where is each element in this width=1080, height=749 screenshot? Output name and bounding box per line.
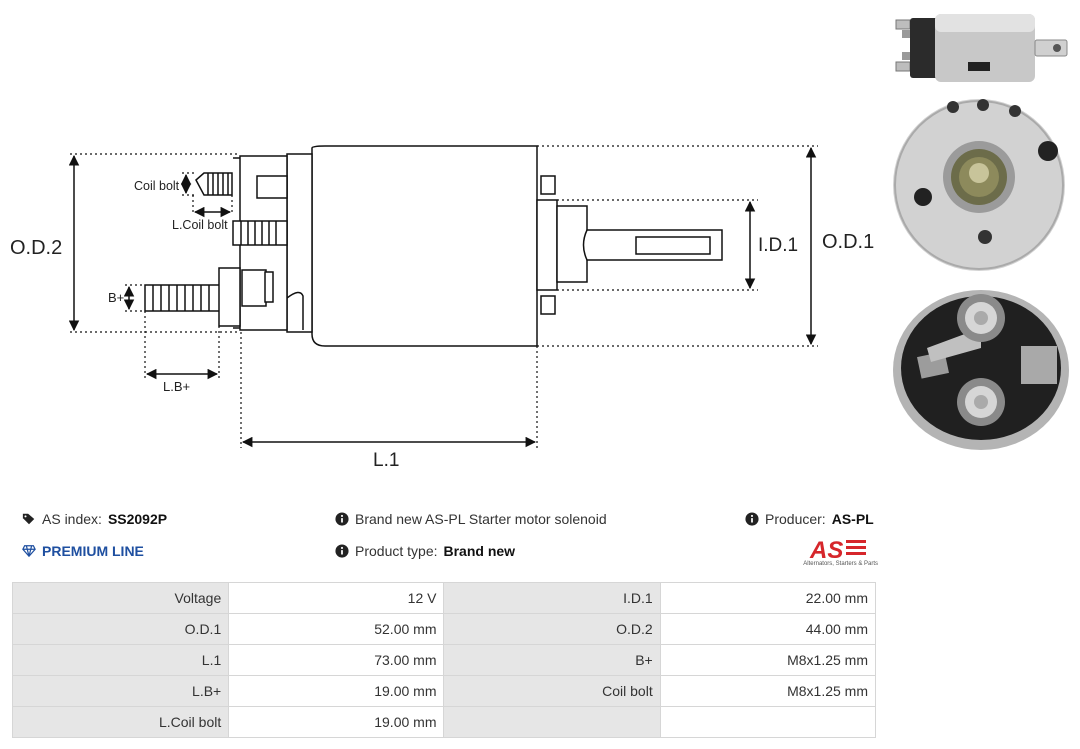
spec-label: O.D.1	[11, 613, 230, 645]
product-type-value: Brand new	[443, 543, 516, 559]
as-index: AS index: SS2092P	[22, 511, 167, 527]
label-lb-plus: L.B+	[163, 379, 190, 394]
tags-icon	[22, 513, 35, 525]
spec-value: M8x1.25 mm	[659, 675, 877, 707]
photo-side-view	[895, 14, 1068, 82]
product-description: Brand new AS-PL Starter motor solenoid	[335, 511, 607, 527]
as-index-value: SS2092P	[107, 511, 168, 527]
spec-label: B+	[443, 644, 661, 676]
spec-value: 22.00 mm	[659, 582, 877, 614]
spec-value: 12 V	[228, 582, 445, 614]
table-row: L.1 73.00 mm B+ M8x1.25 mm	[11, 644, 877, 676]
label-id1: I.D.1	[758, 235, 798, 256]
spec-value: 52.00 mm	[228, 613, 445, 645]
product-type-label: Product type:	[355, 543, 438, 559]
svg-text:AS: AS	[809, 537, 843, 564]
spec-value: M8x1.25 mm	[659, 644, 877, 676]
dimension-drawing: O.D.2 O.D.1 I.D.1 L.1 L.B+ B+ Coil bolt …	[10, 145, 874, 471]
as-index-label: AS index:	[42, 511, 102, 527]
producer: Producer: AS-PL	[745, 511, 874, 527]
solenoid-body	[311, 145, 538, 347]
producer-value: AS-PL	[831, 511, 874, 527]
logo-tagline: Alternators, Starters & Parts	[803, 561, 878, 567]
label-od2: O.D.2	[10, 237, 62, 259]
spec-label: O.D.2	[443, 613, 661, 645]
info-icon	[335, 544, 349, 558]
spec-label: I.D.1	[443, 582, 661, 614]
coil-bolt-stud	[195, 172, 288, 199]
table-row: Voltage 12 V I.D.1 22.00 mm	[11, 582, 877, 614]
spec-label: Voltage	[11, 582, 230, 614]
label-od1: O.D.1	[822, 231, 874, 253]
photo-front-view	[893, 99, 1065, 271]
diamond-icon	[22, 545, 36, 558]
spec-label: Coil bolt	[443, 675, 661, 707]
producer-label: Producer:	[765, 511, 826, 527]
premium-line-label: PREMIUM LINE	[42, 543, 144, 559]
table-row: L.Coil bolt 19.00 mm	[11, 706, 877, 738]
b-plus-stud	[144, 267, 274, 327]
description-text: Brand new AS-PL Starter motor solenoid	[355, 511, 607, 527]
spec-label: L.1	[11, 644, 230, 676]
label-coil-bolt: Coil bolt	[134, 179, 180, 193]
as-pl-logo: AS Alternators, Starters & Parts	[790, 534, 878, 570]
as-pl-logo-mark: AS	[809, 537, 866, 564]
spec-table: Voltage 12 V I.D.1 22.00 mm O.D.1 52.00 …	[11, 582, 877, 738]
spec-label	[443, 706, 661, 738]
spec-label: L.Coil bolt	[11, 706, 230, 738]
spec-value: 73.00 mm	[228, 644, 445, 676]
plunger	[556, 205, 723, 283]
product-type: Product type: Brand new	[335, 543, 515, 559]
label-l-coil-bolt: L.Coil bolt	[172, 218, 228, 232]
photo-rear-terminal-view	[893, 290, 1069, 450]
spec-value: 19.00 mm	[228, 706, 445, 738]
table-row: L.B+ 19.00 mm Coil bolt M8x1.25 mm	[11, 675, 877, 707]
spec-value: 19.00 mm	[228, 675, 445, 707]
label-l1: L.1	[373, 450, 399, 471]
info-icon	[335, 512, 349, 526]
info-icon	[745, 512, 759, 526]
spec-label: L.B+	[11, 675, 230, 707]
label-b-plus: B+	[108, 290, 124, 305]
table-row: O.D.1 52.00 mm O.D.2 44.00 mm	[11, 613, 877, 645]
spec-value	[659, 706, 877, 738]
spec-value: 44.00 mm	[659, 613, 877, 645]
premium-line-badge: PREMIUM LINE	[22, 543, 144, 559]
